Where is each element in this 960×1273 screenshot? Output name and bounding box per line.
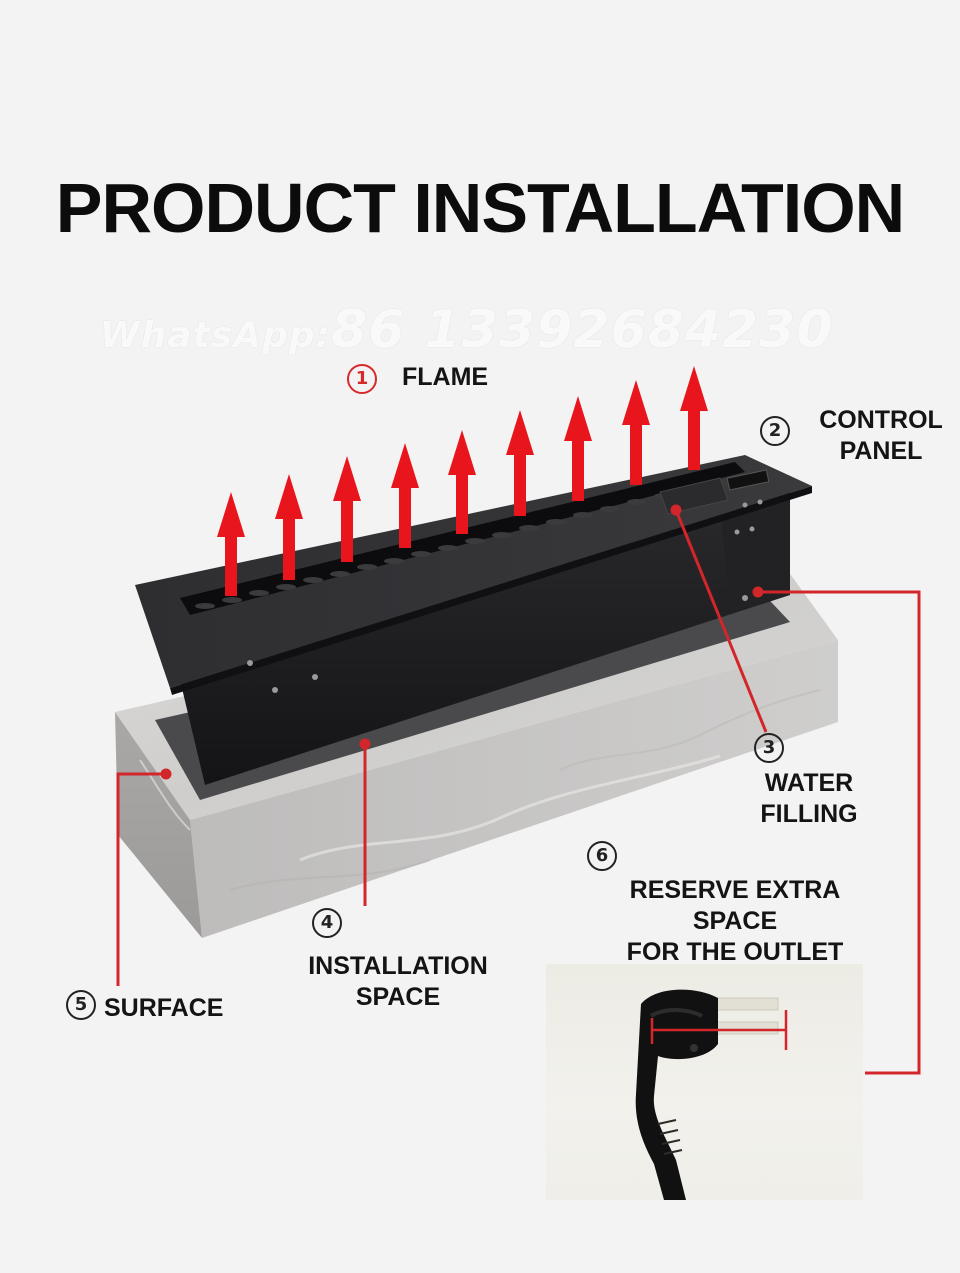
page-title: PRODUCT INSTALLATION bbox=[55, 169, 905, 247]
leader-lines bbox=[116, 504, 921, 1075]
flame-arrow-icon bbox=[275, 474, 303, 580]
leader-surface bbox=[116, 772, 166, 986]
callout-number-installation-space: 4 bbox=[312, 908, 342, 938]
leader-outlet bbox=[758, 590, 921, 1075]
flame-arrow-icon bbox=[622, 380, 650, 485]
callout-number-outlet: 6 bbox=[587, 841, 617, 871]
label-installation-space: INSTALLATION SPACE bbox=[308, 952, 488, 1011]
label-flame: FLAME bbox=[402, 363, 489, 391]
label-surface: SURFACE bbox=[104, 994, 224, 1022]
burner-unit bbox=[135, 455, 812, 785]
leader-water-filling bbox=[674, 509, 768, 733]
flame-arrow-icon bbox=[564, 396, 592, 501]
callout-number-flame: 1 bbox=[347, 364, 377, 394]
flame-arrow-icon bbox=[391, 443, 419, 548]
callout-number-control-panel: 2 bbox=[760, 416, 790, 446]
flame-arrow-icon bbox=[506, 410, 534, 516]
flame-arrow-icon bbox=[333, 456, 361, 562]
plug-photo bbox=[546, 964, 863, 1200]
label-control-panel: CONTROL PANEL bbox=[819, 406, 943, 465]
flame-arrows bbox=[217, 366, 708, 596]
callout-number-surface: 5 bbox=[66, 990, 96, 1020]
watermark: WhatsApp:86 13392684230 bbox=[100, 300, 834, 360]
label-outlet: RESERVE EXTRA SPACE FOR THE OUTLET bbox=[626, 876, 844, 966]
power-plug-icon bbox=[635, 989, 788, 1200]
callout-number-water-filling: 3 bbox=[754, 733, 784, 763]
label-water-filling: WATER FILLING bbox=[760, 769, 858, 828]
flame-arrow-icon bbox=[448, 430, 476, 534]
flame-arrow-icon bbox=[680, 366, 708, 470]
flame-arrow-icon bbox=[217, 492, 245, 596]
